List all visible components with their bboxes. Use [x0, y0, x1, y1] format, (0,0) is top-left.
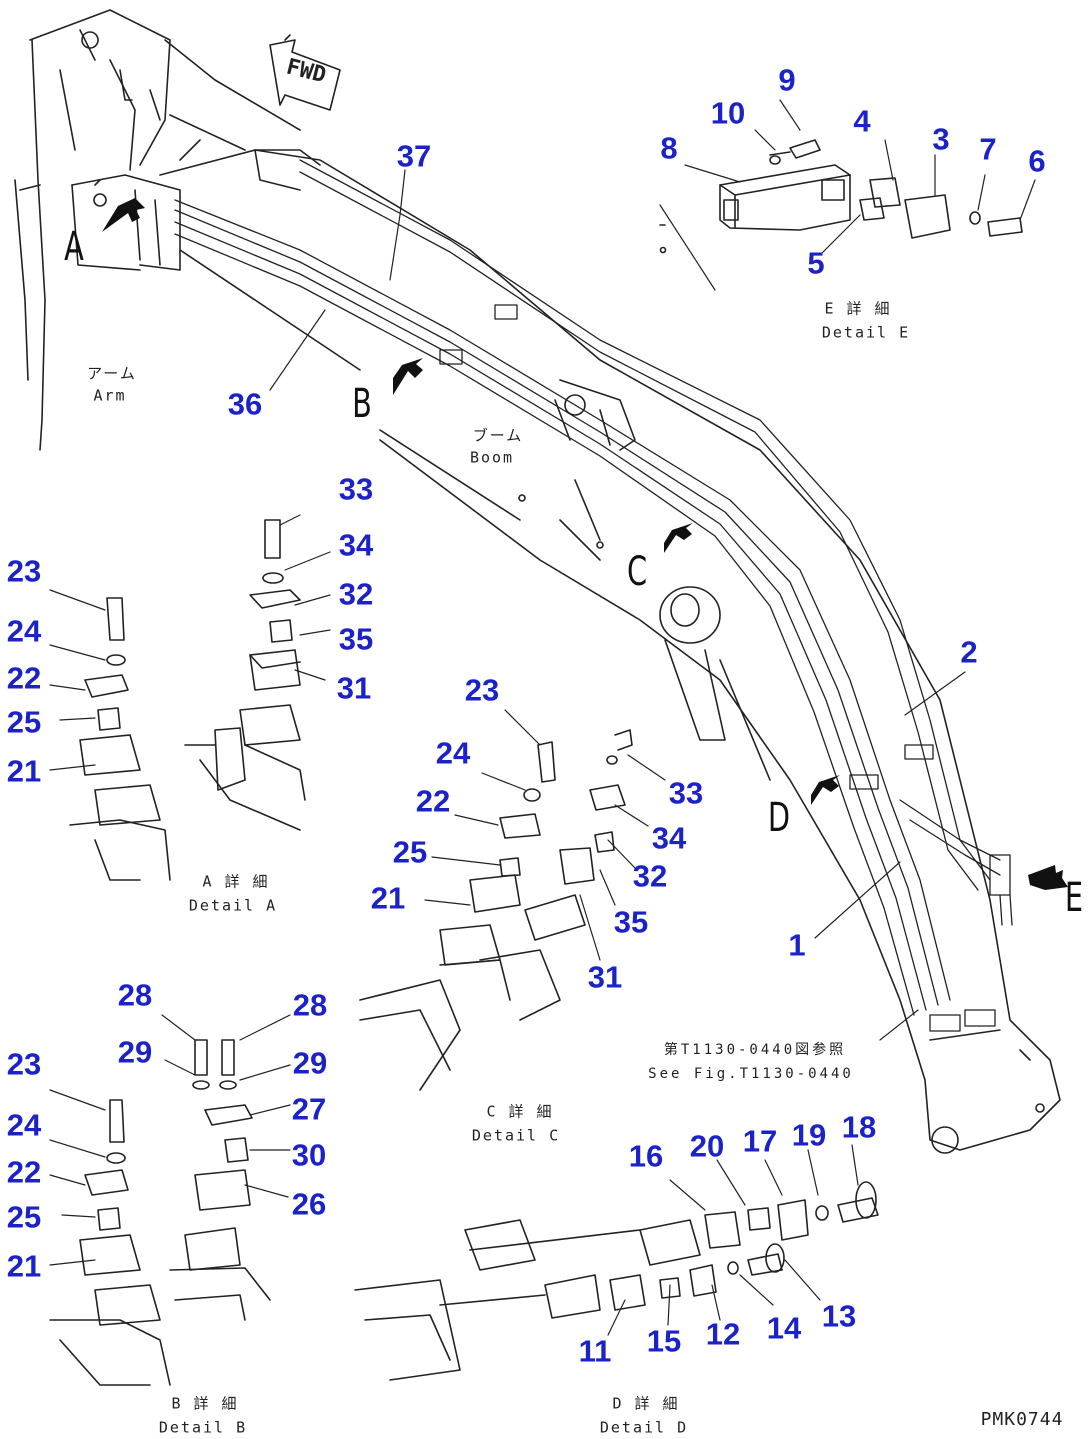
callout-21[interactable]: 21	[370, 880, 406, 916]
callout-23[interactable]: 23	[6, 1046, 42, 1082]
callout-35[interactable]: 35	[613, 904, 649, 940]
detail-d-parts	[354, 1181, 879, 1381]
callout-5[interactable]: 5	[807, 245, 825, 281]
callout-23[interactable]: 23	[6, 553, 42, 589]
callout-29[interactable]: 29	[117, 1034, 153, 1070]
callout-4[interactable]: 4	[853, 103, 871, 139]
callout-22[interactable]: 22	[415, 783, 451, 819]
callout-17[interactable]: 17	[742, 1123, 778, 1159]
detail-a-parts	[69, 519, 306, 881]
callout-27[interactable]: 27	[291, 1091, 327, 1127]
arm-lower-member	[71, 174, 181, 271]
detail-e-caption-jp: E 詳 細	[824, 299, 892, 318]
callout-24[interactable]: 24	[6, 1107, 42, 1143]
callout-35[interactable]: 35	[338, 621, 374, 657]
callout-14[interactable]: 14	[766, 1310, 802, 1346]
view-arrow-e	[1028, 865, 1068, 890]
detail-d-caption-en: Detail D	[599, 1418, 689, 1437]
callout-2[interactable]: 2	[960, 634, 978, 670]
callout-21[interactable]: 21	[6, 753, 42, 789]
callout-1[interactable]: 1	[788, 927, 806, 963]
figure-code: PMK0744	[980, 1409, 1064, 1430]
detail-e-caption-en: Detail E	[821, 323, 911, 342]
hose-bundle	[174, 159, 1013, 1032]
callout-30[interactable]: 30	[291, 1137, 327, 1173]
callout-36[interactable]: 36	[227, 386, 263, 422]
callout-8[interactable]: 8	[660, 130, 678, 166]
callout-33[interactable]: 33	[338, 471, 374, 507]
callout-13[interactable]: 13	[821, 1298, 857, 1334]
detail-c-caption-en: Detail C	[471, 1126, 561, 1145]
callout-34[interactable]: 34	[651, 820, 687, 856]
callout-24[interactable]: 24	[435, 735, 471, 771]
callout-25[interactable]: 25	[392, 834, 428, 870]
leader-lines	[49, 99, 1036, 1336]
callout-23[interactable]: 23	[464, 672, 500, 708]
callout-28[interactable]: 28	[292, 987, 328, 1023]
callout-25[interactable]: 25	[6, 704, 42, 740]
callout-33[interactable]: 33	[668, 775, 704, 811]
arm-label-jp: アーム	[87, 364, 137, 383]
detail-e-parts	[659, 139, 1023, 254]
boom-label-jp: ブーム	[472, 426, 524, 445]
callout-9[interactable]: 9	[778, 62, 796, 98]
callout-20[interactable]: 20	[689, 1128, 725, 1164]
view-letter-b: B	[352, 381, 372, 427]
callout-29[interactable]: 29	[292, 1045, 328, 1081]
detail-d-caption-jp: D 詳 細	[612, 1394, 680, 1413]
view-letter-d: D	[767, 795, 791, 841]
callout-10[interactable]: 10	[710, 95, 746, 131]
boom-label-en: Boom	[469, 448, 515, 467]
callout-32[interactable]: 32	[338, 576, 374, 612]
reference-note-en: See Fig.T1130-0440	[648, 1066, 854, 1082]
view-arrows	[102, 198, 1068, 890]
detail-a-caption-en: Detail A	[188, 896, 278, 915]
callout-21[interactable]: 21	[6, 1248, 42, 1284]
detail-b-parts	[49, 1039, 271, 1386]
callout-16[interactable]: 16	[628, 1138, 664, 1174]
callout-7[interactable]: 7	[979, 131, 997, 167]
view-letter-e: E	[1064, 875, 1084, 921]
boom-cylinder-pivot	[659, 586, 771, 781]
detail-c-caption-jp: C 詳 細	[486, 1102, 554, 1121]
detail-b-caption-jp: B 詳 細	[171, 1394, 239, 1413]
view-letter-a: A	[64, 224, 84, 270]
callout-31[interactable]: 31	[587, 959, 623, 995]
view-arrow-a	[102, 198, 145, 232]
callout-31[interactable]: 31	[336, 670, 372, 706]
callout-11[interactable]: 11	[578, 1333, 612, 1369]
callout-37[interactable]: 37	[396, 138, 432, 174]
fwd-arrow	[269, 34, 341, 111]
view-arrow-b	[393, 358, 423, 395]
callout-25[interactable]: 25	[6, 1199, 42, 1235]
callout-22[interactable]: 22	[6, 1154, 42, 1190]
callout-19[interactable]: 19	[791, 1117, 827, 1153]
callout-24[interactable]: 24	[6, 613, 42, 649]
callout-6[interactable]: 6	[1028, 143, 1046, 179]
arm-label-en: Arm	[93, 386, 127, 405]
detail-a-caption-jp: A 詳 細	[202, 872, 270, 891]
callout-3[interactable]: 3	[932, 121, 950, 157]
callout-12[interactable]: 12	[705, 1316, 741, 1352]
callout-22[interactable]: 22	[6, 660, 42, 696]
view-arrow-d	[811, 775, 840, 805]
detail-c-parts	[359, 729, 633, 1091]
reference-note-jp: 第T1130-0440図参照	[663, 1042, 847, 1058]
callout-18[interactable]: 18	[841, 1109, 877, 1145]
callout-32[interactable]: 32	[632, 858, 668, 894]
callout-28[interactable]: 28	[117, 977, 153, 1013]
view-arrow-c	[664, 523, 693, 553]
callout-34[interactable]: 34	[338, 527, 374, 563]
detail-b-caption-en: Detail B	[158, 1418, 248, 1437]
callout-15[interactable]: 15	[646, 1323, 682, 1359]
callout-26[interactable]: 26	[291, 1186, 327, 1222]
arm-outline	[14, 9, 301, 451]
view-letter-c: C	[626, 549, 648, 595]
